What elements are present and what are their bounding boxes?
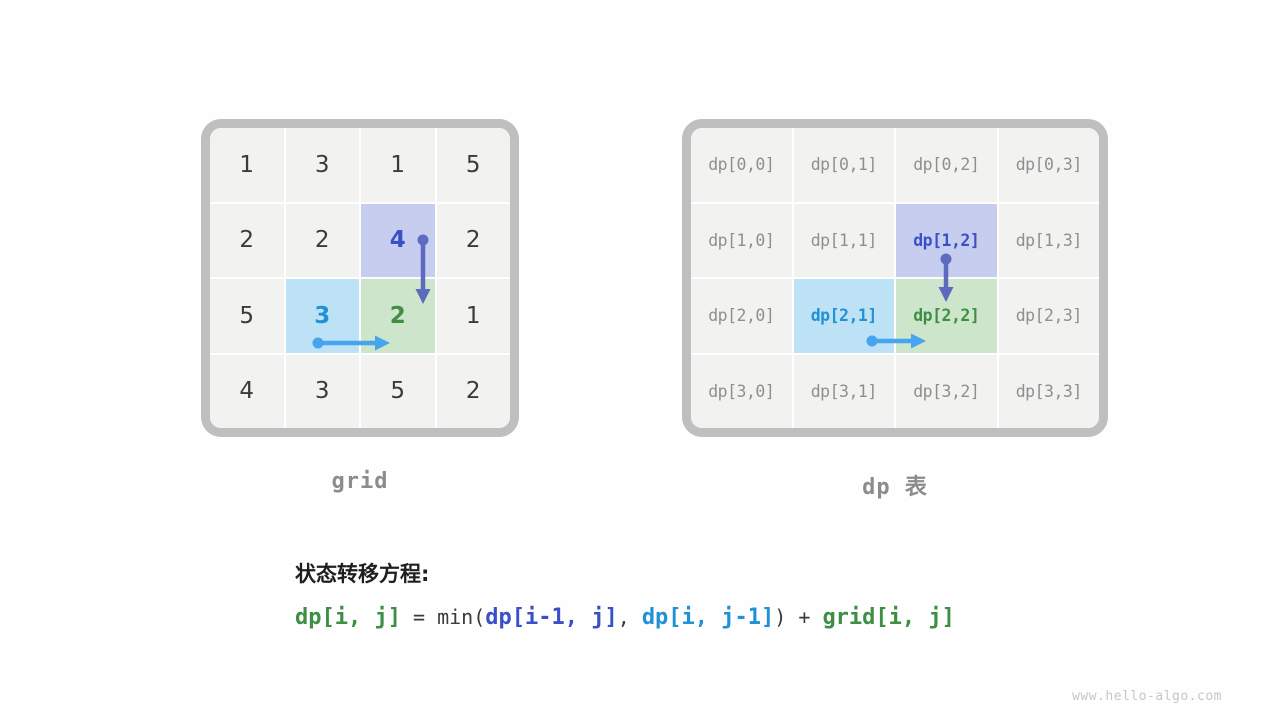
- dp-cell-r1c2: dp[1,2]: [896, 203, 997, 277]
- formula-part-1: = min(: [400, 605, 486, 629]
- grid-cell-r2c0: 5: [210, 279, 284, 353]
- grid-cell-r3c2: 5: [361, 354, 435, 428]
- dp-cell-r3c2: dp[3,2]: [896, 354, 997, 428]
- grid-cell-r2c3: 1: [436, 279, 510, 353]
- grid-cell-r0c2: 1: [361, 128, 435, 202]
- state-transition-equation: dp[i, j] = min(dp[i-1, j], dp[i, j-1]) +…: [295, 605, 1055, 630]
- dp-cell-r0c1: dp[0,1]: [793, 128, 894, 202]
- grid-caption: grid: [331, 469, 389, 494]
- dp-cell-r1c3: dp[1,3]: [998, 203, 1099, 277]
- dp-cell-r2c2: dp[2,2]: [896, 279, 997, 353]
- formula-part-5: ) +: [774, 605, 823, 629]
- formula-part-2: dp[i-1, j]: [485, 605, 618, 630]
- dp-cell-r2c0: dp[2,0]: [691, 279, 792, 353]
- grid-cell-r0c0: 1: [210, 128, 284, 202]
- dp-cell-r0c2: dp[0,2]: [896, 128, 997, 202]
- dp-table: dp[0,0]dp[0,1]dp[0,2]dp[0,3]dp[1,0]dp[1,…: [682, 119, 1108, 437]
- formula-part-4: dp[i, j-1]: [641, 605, 775, 630]
- dp-cell-r1c1: dp[1,1]: [793, 203, 894, 277]
- grid-cell-r1c3: 2: [436, 203, 510, 277]
- formula-part-0: dp[i, j]: [295, 605, 401, 630]
- grid-cell-r1c1: 2: [285, 203, 359, 277]
- grid-cell-r0c3: 5: [436, 128, 510, 202]
- grid-cell-r0c1: 3: [285, 128, 359, 202]
- dp-cell-r2c1: dp[2,1]: [793, 279, 894, 353]
- grid-cell-r3c3: 2: [436, 354, 510, 428]
- formula-part-3: ,: [617, 605, 642, 629]
- grid-cell-r3c1: 3: [285, 354, 359, 428]
- watermark: www.hello-algo.com: [1072, 689, 1222, 704]
- grid-cell-r1c2: 4: [361, 203, 435, 277]
- grid-cell-r3c0: 4: [210, 354, 284, 428]
- dp-cell-r3c1: dp[3,1]: [793, 354, 894, 428]
- formula-part-6: grid[i, j]: [822, 605, 955, 630]
- dp-cell-r1c0: dp[1,0]: [691, 203, 792, 277]
- dp-cell-r2c3: dp[2,3]: [998, 279, 1099, 353]
- dp-cell-r0c3: dp[0,3]: [998, 128, 1099, 202]
- grid-cell-r2c1: 3: [285, 279, 359, 353]
- formula-title: 状态转移方程:: [295, 562, 430, 586]
- dp-cell-r3c0: dp[3,0]: [691, 354, 792, 428]
- grid-cell-r2c2: 2: [361, 279, 435, 353]
- grid-cell-r1c0: 2: [210, 203, 284, 277]
- dp-cell-r0c0: dp[0,0]: [691, 128, 792, 202]
- dp-cell-r3c3: dp[3,3]: [998, 354, 1099, 428]
- formula-block: 状态转移方程: dp[i, j] = min(dp[i-1, j], dp[i,…: [295, 558, 1055, 630]
- dp-caption: dp 表: [862, 475, 928, 500]
